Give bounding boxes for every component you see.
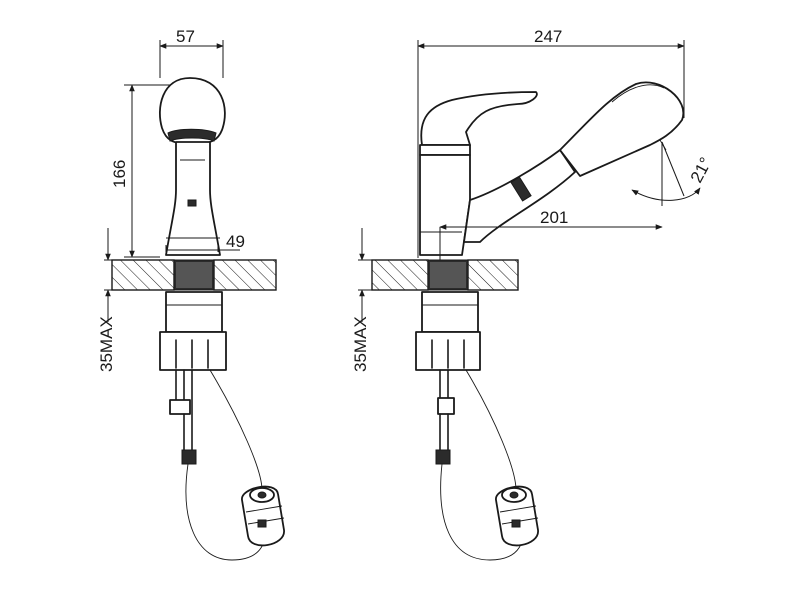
front-column (165, 141, 221, 256)
side-spray-head (559, 81, 685, 177)
side-hose-weight (495, 485, 539, 547)
dim-label-35max-side: 35MAX (351, 316, 370, 372)
side-lever-handle (420, 91, 538, 146)
dimension-reach: 201 (439, 208, 663, 262)
front-mounting-nut (159, 291, 227, 371)
side-mounting-nut (415, 291, 481, 371)
front-countertop (111, 259, 277, 291)
front-hose-weight (241, 485, 285, 547)
side-spout (463, 149, 576, 243)
side-dimension-thickness: 35MAX (351, 228, 374, 372)
dimension-height: 166 (110, 84, 185, 258)
front-view: 57 166 49 (97, 27, 285, 561)
dim-label-247: 247 (534, 27, 562, 46)
dimension-base-width: 49 (165, 232, 245, 252)
front-dimension-thickness: 35MAX (97, 228, 120, 372)
dim-label-166: 166 (110, 160, 129, 188)
side-body (419, 144, 471, 256)
dim-label-57: 57 (176, 27, 195, 46)
side-view: 247 21° (351, 27, 716, 561)
dim-label-35max-front: 35MAX (97, 316, 116, 372)
dim-label-49: 49 (226, 232, 245, 251)
dim-label-201: 201 (540, 208, 568, 227)
dim-label-angle: 21° (687, 154, 716, 186)
front-handle (158, 77, 226, 145)
dimension-angle: 21° (631, 141, 716, 206)
dimension-total-length: 247 (417, 27, 685, 258)
side-countertop (371, 259, 519, 291)
dimension-width-top: 57 (159, 27, 224, 78)
